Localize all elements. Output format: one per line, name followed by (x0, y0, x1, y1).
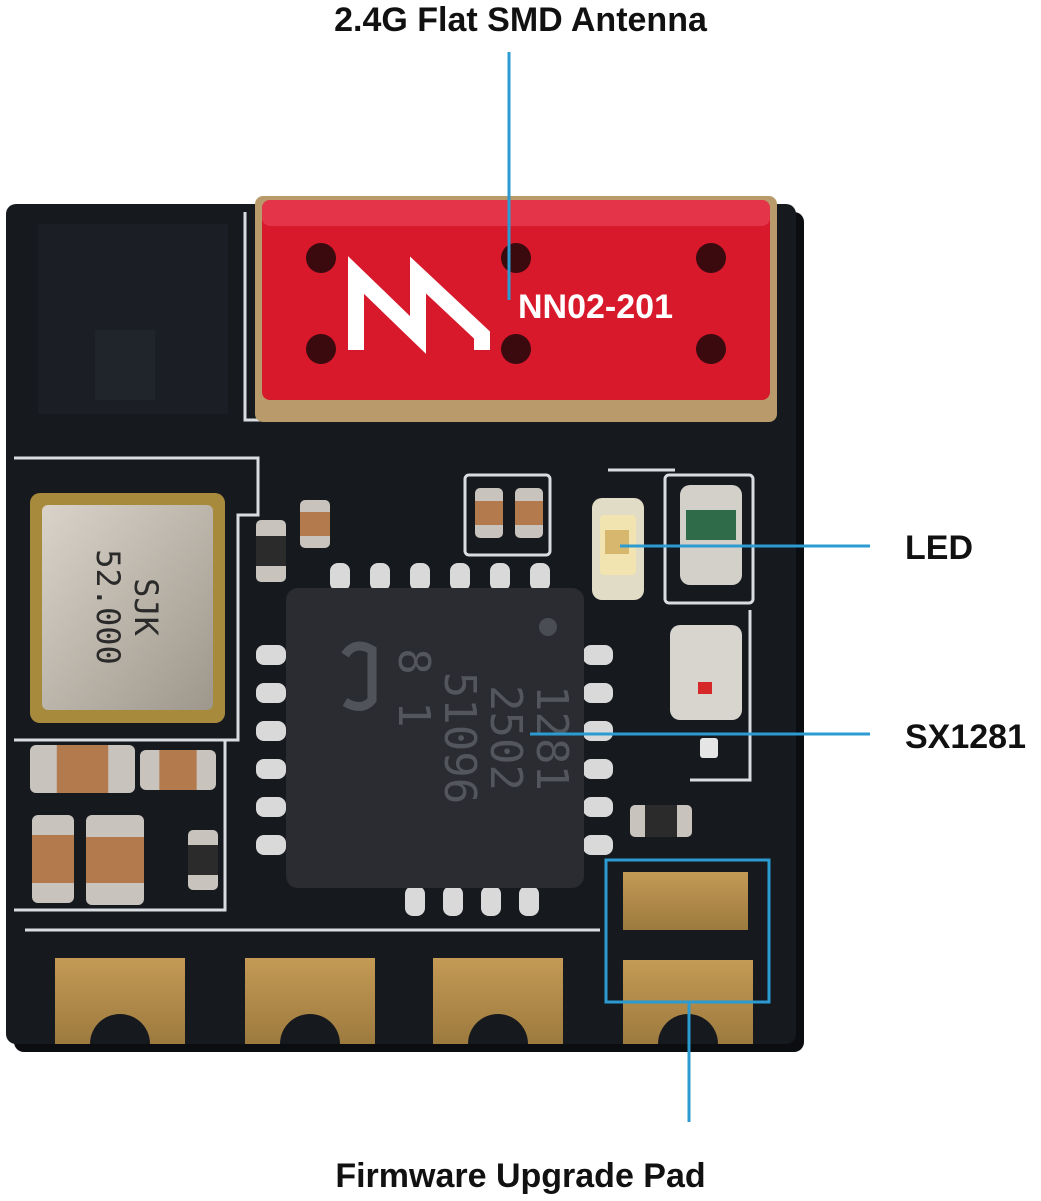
antenna-callout-label: 2.4G Flat SMD Antenna (334, 1, 707, 39)
antenna-body (262, 200, 770, 400)
silk-led-box (663, 473, 755, 605)
antenna-logo (348, 256, 490, 354)
led-die (605, 530, 629, 554)
ic-marking-3: 51096 (434, 672, 485, 804)
ic-pin-bottom (481, 886, 501, 916)
ic-body (286, 588, 584, 888)
antenna-hole (696, 334, 726, 364)
ic-pin-left (256, 645, 286, 665)
ic-pin-right (583, 721, 613, 741)
ic-pin1-dot (539, 618, 557, 636)
edge-pad (433, 958, 563, 1044)
led-callout-label: LED (905, 529, 973, 567)
passives (30, 485, 742, 905)
ic-pin-top (370, 563, 390, 591)
antenna-hole (501, 243, 531, 273)
crystal-lid (42, 505, 213, 710)
capacitor-body (86, 837, 144, 883)
resistor-body (645, 805, 677, 837)
ic-pin-left (256, 835, 286, 855)
led-component (592, 498, 644, 600)
resistor-body (188, 845, 218, 875)
capacitor (30, 745, 135, 793)
antenna-hole (306, 243, 336, 273)
crystal-label-2: 52.000 (89, 549, 127, 665)
ic-pin-bottom (519, 886, 539, 916)
antenna-model-text: NN02-201 (518, 288, 673, 326)
ic-pin-right (583, 797, 613, 817)
firmware-pad-callout-label: Firmware Upgrade Pad (335, 1157, 706, 1195)
ic-pin-bottom (405, 886, 425, 916)
diode (670, 625, 742, 720)
capacitor-small-body (515, 501, 543, 525)
sx1281-chip: 1281 2502 51096 8 1 (256, 563, 613, 916)
ic-pin-left (256, 721, 286, 741)
ic-pins (256, 563, 613, 916)
ic-pin-right (583, 759, 613, 779)
ground-plane-patch-2 (95, 330, 155, 400)
ic-pin-right (583, 683, 613, 703)
ic-pin-left (256, 797, 286, 817)
ic-pin-right (583, 835, 613, 855)
ic-pin-top (410, 563, 430, 591)
sx1281-callout-label: SX1281 (905, 718, 1026, 756)
capacitor-small-body (300, 512, 330, 536)
crystal-oscillator: SJK 52.000 (30, 493, 225, 723)
semtech-logo (341, 641, 377, 711)
ic-pin-top (530, 563, 550, 591)
edge-pad (55, 958, 185, 1044)
ic-pin-top (450, 563, 470, 591)
ic-marking-1: 1281 (526, 685, 577, 791)
capacitor-small-body (475, 501, 503, 525)
capacitor (140, 750, 216, 790)
antenna-hole (306, 334, 336, 364)
ic-pin-left (256, 683, 286, 703)
callout-lines (507, 52, 870, 1122)
silk-passives-box (14, 738, 227, 912)
ic-pin-top (330, 563, 350, 591)
firmware-upgrade-pad-top (623, 872, 748, 930)
antenna-hole (696, 243, 726, 273)
ic-pin-right (583, 645, 613, 665)
capacitor-body (32, 835, 74, 883)
ic-pin-bottom (443, 886, 463, 916)
ic-pin-top (490, 563, 510, 591)
resistor-body (256, 536, 286, 566)
test-point (700, 738, 718, 758)
crystal-label-1: SJK (127, 578, 165, 637)
edge-pad (245, 958, 375, 1044)
inductor-body (686, 510, 736, 540)
ic-marking-2: 2502 (480, 685, 531, 791)
ic-logo (341, 641, 377, 711)
smd-antenna: NN02-201 (255, 196, 777, 422)
silk-cap-box (463, 473, 552, 557)
antenna-hole (501, 334, 531, 364)
silk-right-frame (608, 468, 752, 782)
antenna-highlight (262, 200, 770, 226)
ic-marking-4: 8 1 (388, 648, 439, 727)
diode-marker (698, 682, 712, 694)
ic-pin-left (256, 759, 286, 779)
edge-pads (55, 872, 753, 1044)
